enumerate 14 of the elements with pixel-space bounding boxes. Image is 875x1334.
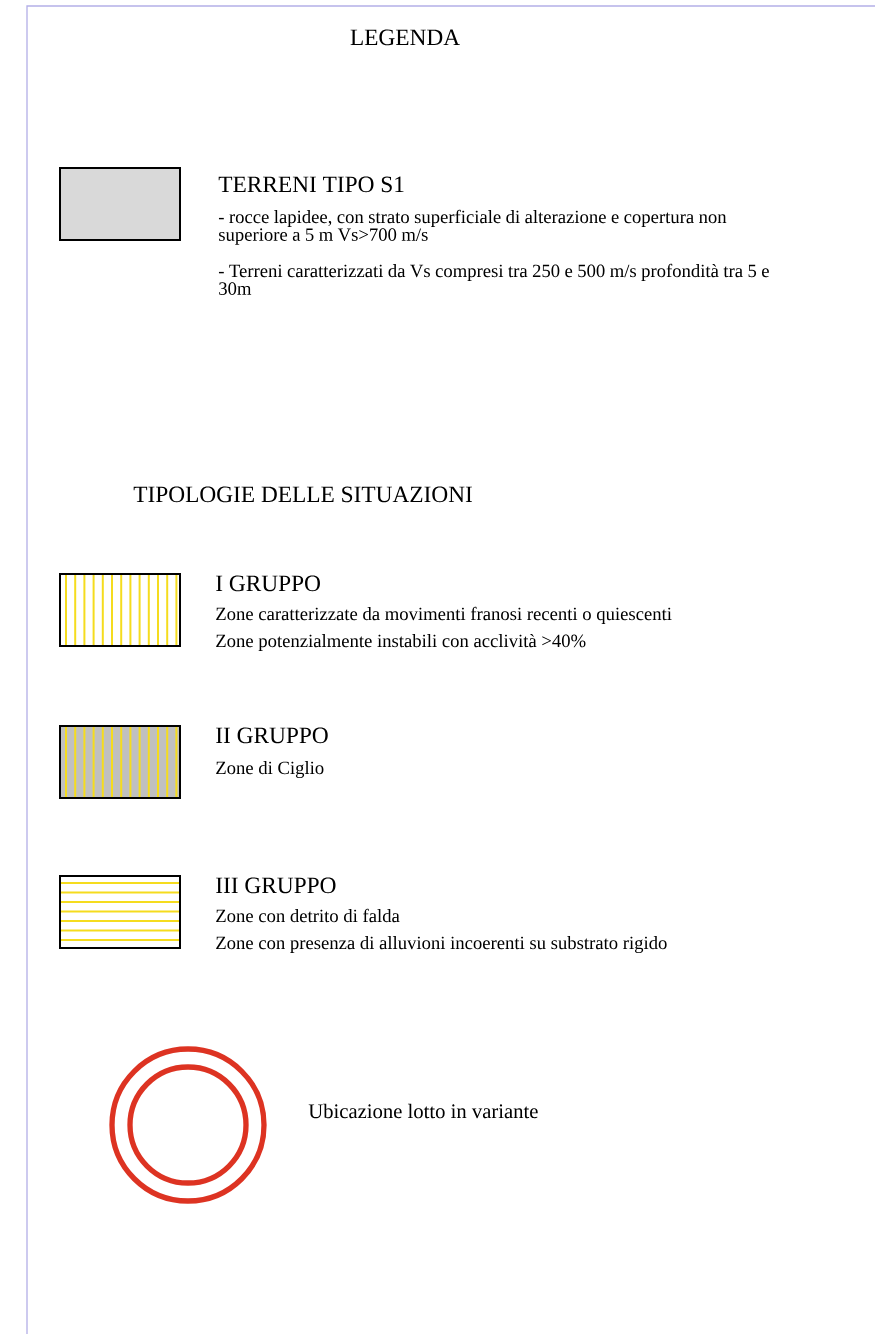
description-text: Zone potenzialmente instabili con acclività >40% [216,634,586,651]
section-heading: TIPOLOGIE DELLE SITUAZIONI [133,486,472,503]
legend-label: II GRUPPO [216,727,328,744]
description-text: Zone caratterizzate da movimenti franosi recenti o quiescenti [216,606,672,624]
description-text: Zone con presenza di alluvioni incoerenti su substrato rigido [216,936,667,954]
legend-label: III GRUPPO [216,877,336,894]
description-text: Zone con detrito di falda [216,908,400,923]
legend-label: I GRUPPO [216,575,320,592]
legend-label: TERRENI TIPO S1 [218,176,404,193]
description-text: - rocce lapidee, con strato superficiale di alterazione e copertura non superiore a 5 m Vs>700 m/s [218,209,727,245]
description-text: Zone di Ciglio [216,761,324,779]
description-text: - Terreni caratterizzati da Vs compresi tra 250 e 500 m/s profondità tra 5 e 30m [218,263,769,295]
legend-label: Ubicazione lotto in variante [308,1103,538,1119]
legend-title: LEGENDA [350,29,460,46]
